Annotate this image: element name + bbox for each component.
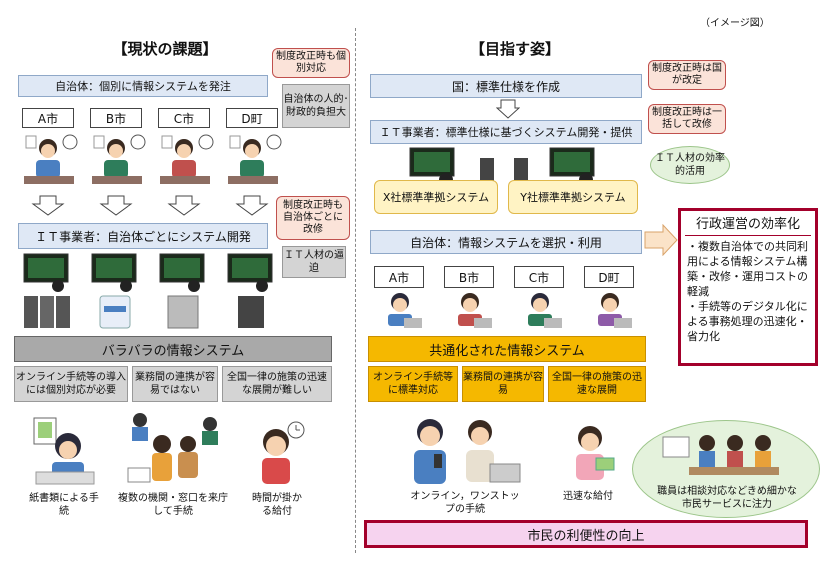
engineer-computer-icon <box>91 253 137 329</box>
right-arrow-to-admin <box>644 224 678 256</box>
image-label: （イメージ図） <box>700 18 770 29</box>
left-clock-wait-illustration <box>262 421 305 484</box>
worker-figure-icon <box>160 134 214 184</box>
left-workers-illustration <box>24 134 282 184</box>
worker-laptop-icon <box>528 293 562 328</box>
admin-efficiency-box: 行政運営の効率化 ・複数自治体での共同利用による情報システム構築・改修・運用コス… <box>678 208 818 366</box>
worker-figure-icon <box>92 134 146 184</box>
center-divider <box>355 28 356 553</box>
right-it-efficient: ＩＴ人材の効率的活用 <box>650 146 730 184</box>
left-caption-slow: 時間が掛かる給付 <box>252 493 302 517</box>
left-city-b: B市 <box>90 108 142 128</box>
left-multi-window-illustration <box>127 413 218 483</box>
right-system-x: X社標準準拠システム <box>374 180 498 214</box>
admin-efficiency-item-2: ・手続等のデジタル化による事務処理の迅速化・省力化 <box>687 300 808 343</box>
right-down-arrow-1 <box>496 99 520 119</box>
staff-note: 職員は相談対応などきめ細かな市民サービスに注力 <box>657 486 797 510</box>
right-national-box: 国：標準仕様を作成 <box>370 74 642 98</box>
right-it-box: ＩＴ事業者：標準仕様に基づくシステム開発・提供 <box>370 120 642 144</box>
right-online-illustration <box>414 419 521 484</box>
worker-figure-icon <box>228 134 282 184</box>
worker-figure-icon <box>24 134 78 184</box>
engineer-computer-icon <box>227 253 273 328</box>
left-engineers-illustration <box>23 253 273 329</box>
right-city-d: D町 <box>584 266 634 288</box>
left-caption-paper: 紙書類による手続 <box>29 493 99 517</box>
right-benefit-online: オンライン手続等に標準対応 <box>368 366 458 402</box>
right-engineers-illustration <box>409 147 595 192</box>
right-city-b: B市 <box>444 266 494 288</box>
left-title: 【現状の課題】 <box>112 40 218 58</box>
engineer-computer-icon <box>23 253 70 328</box>
left-callout-each: 制度改正時も自治体ごとに改修 <box>276 196 350 240</box>
left-city-a: A市 <box>22 108 74 128</box>
left-municipality-box: 自治体：個別に情報システムを発注 <box>18 75 268 97</box>
worker-laptop-icon <box>388 293 422 328</box>
worker-laptop-icon <box>598 293 632 328</box>
right-workers-illustration <box>388 293 632 328</box>
down-arrow-icon <box>99 195 133 216</box>
right-benefit-linkage: 業務間の連携が容易 <box>462 366 544 402</box>
right-city-a: A市 <box>374 266 424 288</box>
right-callout-national: 制度改正時は国が改定 <box>648 60 726 90</box>
down-arrow-icon <box>496 99 520 119</box>
right-common-systems: 共通化された情報システム <box>368 336 646 362</box>
right-benefit-nationwide: 全国一律の施策の迅速な展開 <box>548 366 646 402</box>
right-municipality-box: 自治体：情報システムを選択・利用 <box>370 230 642 254</box>
left-it-box: ＩＴ事業者：自治体ごとにシステム開発 <box>18 223 268 249</box>
left-callout-revision: 制度改正時も個別対応 <box>272 48 350 78</box>
worker-laptop-icon <box>458 293 492 328</box>
left-city-c: C市 <box>158 108 210 128</box>
right-callout-batch: 制度改正時は一括して改修 <box>648 104 726 134</box>
engineer-computer-icon <box>549 147 595 187</box>
left-it-people: ＩＴ人材の逼迫 <box>282 246 346 278</box>
left-city-d: D町 <box>226 108 278 128</box>
down-arrow-icon <box>235 195 269 216</box>
right-fast-payment-illustration <box>576 426 615 480</box>
left-caption-windows: 複数の機関・窓口を来庁して手続 <box>118 493 228 517</box>
down-arrow-icon <box>167 195 201 216</box>
left-issue-linkage: 業務間の連携が容易ではない <box>132 366 218 402</box>
right-arrow-icon <box>644 224 678 256</box>
left-issue-nationwide: 全国一律の施策の迅速な展開が難しい <box>222 366 332 402</box>
admin-efficiency-item-1: ・複数自治体での共同利用による情報システム構築・改修・運用コストの軽減 <box>687 240 808 298</box>
left-down-arrows <box>31 195 269 216</box>
left-paperwork-illustration <box>33 417 95 485</box>
admin-efficiency-title: 行政運営の効率化 <box>685 211 811 236</box>
right-caption-payment: 迅速な給付 <box>563 491 613 502</box>
right-title: 【目指す姿】 <box>469 40 560 58</box>
left-scattered-systems: バラバラの情報システム <box>14 336 332 362</box>
staff-oval: 職員は相談対応などきめ細かな市民サービスに注力 <box>632 420 820 518</box>
right-system-y: Y社標準準拠システム <box>508 180 638 214</box>
right-caption-online: オンライン，ワンストップの手続 <box>410 491 520 515</box>
down-arrow-icon <box>31 195 65 216</box>
right-city-c: C市 <box>514 266 564 288</box>
staff-consultation-illustration <box>662 435 779 475</box>
left-burden-box: 自治体の人的･財政的負担大 <box>282 84 350 128</box>
left-issue-online: オンライン手続等の導入には個別対応が必要 <box>14 366 128 402</box>
citizen-convenience-box: 市民の利便性の向上 <box>364 520 808 548</box>
engineer-computer-icon <box>159 253 205 329</box>
